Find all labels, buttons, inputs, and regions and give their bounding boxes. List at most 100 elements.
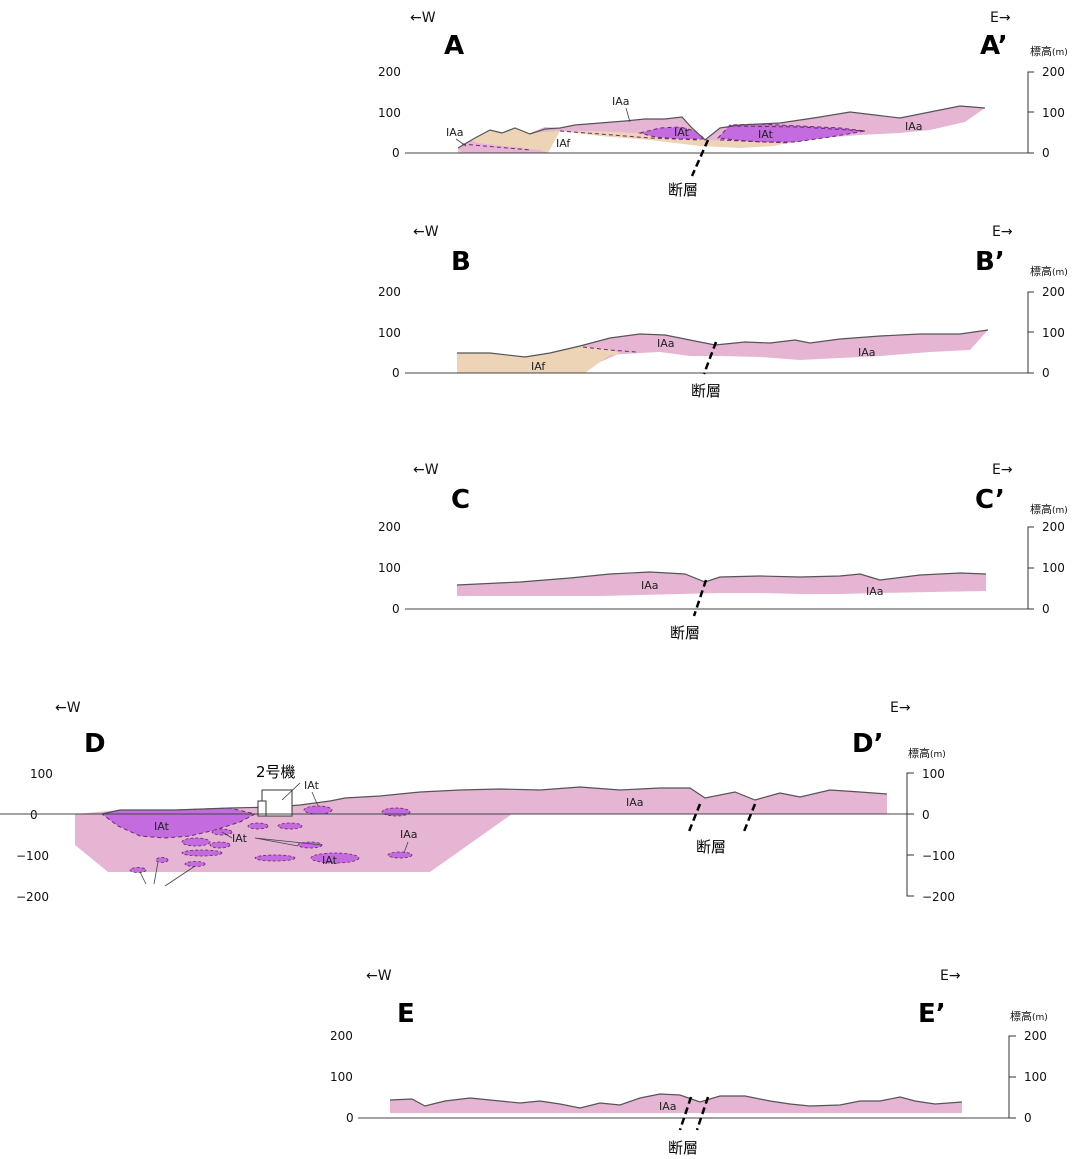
unit-label-iaa: IAa — [446, 126, 464, 139]
unit-label-iaf: IAf — [556, 137, 571, 150]
left-axis-tick-100: 100 — [378, 106, 401, 120]
west-direction-label: ←W — [366, 968, 392, 984]
leader-line — [139, 861, 196, 887]
right-elevation-axis — [1008, 1035, 1016, 1119]
right-axis-tick-100: 100 — [1042, 106, 1065, 120]
elevation-unit-label: 標高(m) — [1010, 1009, 1048, 1023]
unit-label-iat: IAt — [758, 128, 774, 141]
unit-label-iaa: IAa — [400, 828, 418, 841]
right-axis-tick-200: 200 — [1042, 285, 1065, 299]
west-direction-label: ←W — [55, 700, 81, 716]
elevation-unit-label: 標高(m) — [1030, 264, 1068, 278]
section-a-end-label: A’ — [980, 31, 1008, 61]
fault-line — [695, 1096, 710, 1131]
leader-line — [455, 138, 467, 147]
unit-label-iaa: IAa — [641, 579, 659, 592]
left-axis-tick-0: 0 — [346, 1111, 354, 1125]
left-axis-tick-200: 200 — [378, 65, 401, 79]
leader-line — [311, 791, 319, 807]
unit-label-iaa: IAa — [659, 1100, 677, 1113]
elevation-unit-label: 標高(m) — [1030, 44, 1068, 58]
elevation-unit-label: 標高(m) — [908, 746, 946, 760]
geologic-contact-dashed — [461, 125, 866, 151]
unit-label-iaf: IAf — [531, 360, 546, 373]
west-direction-label: ←W — [410, 10, 436, 26]
unit-label-iat: IAt — [322, 854, 338, 867]
section-c: ←W E→ C C’ 標高(m) 200 100 0 200 100 0 IAa… — [378, 462, 1068, 642]
section-c-start-label: C — [451, 485, 470, 515]
right-elevation-axis — [906, 772, 914, 897]
left-axis-tick-200: 200 — [378, 520, 401, 534]
leader-line — [281, 782, 301, 801]
fault-label: 断層 — [668, 181, 698, 199]
section-c-end-label: C’ — [975, 485, 1005, 515]
section-d-start-label: D — [84, 729, 106, 759]
leader-line — [221, 831, 323, 847]
right-elevation-axis — [1027, 526, 1034, 610]
fault-line — [678, 1096, 693, 1131]
unit-label-iat: IAt — [674, 126, 690, 139]
west-direction-label: ←W — [413, 224, 439, 240]
left-axis-tick-0: 0 — [392, 602, 400, 616]
right-axis-tick-200: 200 — [1042, 65, 1065, 79]
leader-line — [403, 841, 409, 854]
elevation-unit-label: 標高(m) — [1030, 502, 1068, 516]
east-direction-label: E→ — [890, 700, 911, 716]
section-a-start-label: A — [444, 31, 464, 61]
fault-line — [702, 341, 718, 375]
left-axis-tick-100: 100 — [378, 561, 401, 575]
iaa-unit — [580, 330, 988, 362]
unit-2-building — [261, 789, 293, 817]
unit-label-iat: IAt — [232, 832, 248, 845]
right-axis-tick-100: 100 — [922, 767, 945, 781]
left-axis-tick-100: 100 — [378, 326, 401, 340]
unit-label-iaa: IAa — [612, 95, 630, 108]
fault-line — [686, 803, 702, 835]
fault-line — [690, 139, 710, 177]
section-d: ←W E→ D D’ 標高(m) 100 0 −100 −200 100 0 −… — [0, 700, 955, 904]
ground-surface-line — [456, 571, 987, 586]
unit-label-iaa: IAa — [905, 120, 923, 133]
right-elevation-axis — [1027, 291, 1034, 374]
right-axis-tick-100: 100 — [1042, 561, 1065, 575]
section-e-end-label: E’ — [918, 999, 946, 1029]
west-direction-label: ←W — [413, 462, 439, 478]
unit-label-iat: IAt — [154, 820, 170, 833]
right-axis-tick-200: 200 — [1024, 1029, 1047, 1043]
ground-surface-line — [457, 105, 986, 149]
unit-2-building — [257, 800, 267, 817]
iaa-unit — [457, 572, 986, 596]
ground-surface-line — [389, 1093, 963, 1109]
fault-label: 断層 — [668, 1139, 698, 1157]
left-axis-tick-minus-100: −100 — [16, 849, 49, 863]
right-axis-tick-0: 0 — [1042, 602, 1050, 616]
right-axis-tick-minus-100: −100 — [922, 849, 955, 863]
left-axis-tick-100: 100 — [330, 1070, 353, 1084]
unit-label-iaa: IAa — [626, 796, 644, 809]
section-e-start-label: E — [397, 999, 415, 1029]
east-direction-label: E→ — [940, 968, 961, 984]
left-axis-tick-minus-200: −200 — [16, 890, 49, 904]
fault-label: 断層 — [691, 382, 721, 400]
plant-unit-2-label: 2号機 — [256, 763, 296, 781]
right-axis-tick-100: 100 — [1024, 1070, 1047, 1084]
left-axis-tick-200: 200 — [330, 1029, 353, 1043]
right-axis-tick-minus-200: −200 — [922, 890, 955, 904]
unit-label-iaa: IAa — [657, 337, 675, 350]
right-axis-tick-0: 0 — [922, 808, 930, 822]
fault-line — [692, 579, 708, 617]
iaa-unit — [390, 1094, 962, 1113]
left-axis-tick-200: 200 — [378, 285, 401, 299]
iaf-unit — [457, 346, 620, 373]
east-direction-label: E→ — [992, 462, 1013, 478]
right-axis-tick-0: 0 — [1024, 1111, 1032, 1125]
unit-label-iaa: IAa — [866, 585, 884, 598]
right-elevation-axis — [1027, 71, 1034, 154]
left-axis-tick-0: 0 — [392, 146, 400, 160]
east-direction-label: E→ — [990, 10, 1011, 26]
east-direction-label: E→ — [992, 224, 1013, 240]
iat-unit — [638, 126, 707, 140]
fault-label: 断層 — [696, 838, 726, 856]
section-e: ←W E→ E E’ 標高(m) 200 100 0 200 100 0 IAa… — [330, 968, 1048, 1157]
section-a: ←W E→ A A’ 標高(m) 200 100 0 200 100 0 I — [378, 10, 1068, 199]
